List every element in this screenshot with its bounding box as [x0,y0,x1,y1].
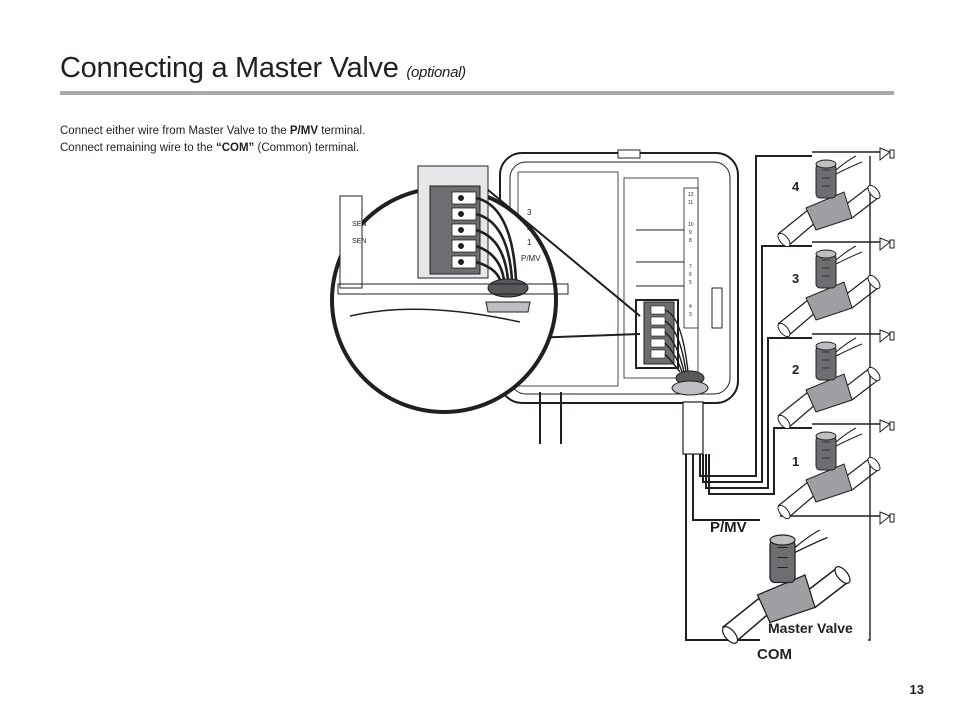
instr2-pre: Connect remaining wire to the [60,142,216,154]
term-11: 11 [688,200,693,206]
zone-label-4: 4 [792,179,800,194]
term-5: 5 [689,280,692,286]
page-title: Connecting a Master Valve (optional) [60,52,466,85]
callout-sen-2: SEN [352,238,366,245]
callout-sen-1: SEN [352,221,366,228]
instructions: Connect either wire from Master Valve to… [60,123,365,157]
term-6: 6 [689,272,692,278]
zone-label-1: 1 [792,454,800,469]
instruction-line-2: Connect remaining wire to the “COM” (Com… [60,140,365,157]
callout-num-1: 1 [527,238,532,247]
term-3: 3 [689,312,692,318]
wire-connectors [879,147,895,526]
zone-valve-1 [775,427,883,522]
callout-num-3: 3 [527,208,532,217]
instr2-bold: “COM” [215,142,255,154]
instr1-post: terminal. [318,125,366,137]
instr1-pre: Connect either wire from Master Valve to… [60,125,290,137]
callout-num-2: 2 [527,223,532,232]
instr2-post: (Common) terminal. [254,142,360,154]
com-label: COM [757,646,792,663]
term-12: 12 [688,192,694,198]
page-number: 13 [909,682,924,697]
term-9: 9 [689,230,692,236]
title-divider [60,91,894,95]
title-text: Connecting a Master Valve [60,52,399,84]
callout-magnifier [330,165,679,414]
term-4: 4 [689,304,692,310]
instr1-bold: P/MV [289,125,319,137]
term-7: 7 [689,264,692,270]
term-8: 8 [689,238,692,244]
zone-valve-2 [775,337,883,432]
term-10: 10 [688,222,694,228]
common-wire [780,151,880,641]
zone-label-3: 3 [792,271,800,286]
zone-label-2: 2 [792,362,800,377]
master-valve-label: Master Valve [768,620,853,636]
title-note: (optional) [406,64,466,81]
zone-valve-3 [775,245,883,340]
controller-terminal-numbers: 12 11 10 9 8 7 6 5 4 3 [688,192,694,318]
instruction-line-1: Connect either wire from Master Valve to… [60,123,365,140]
zone-wires [685,155,812,641]
pmv-label: P/MV [710,519,747,536]
callout-pmv: P/MV [521,254,541,263]
zone-valve-4 [775,155,883,250]
